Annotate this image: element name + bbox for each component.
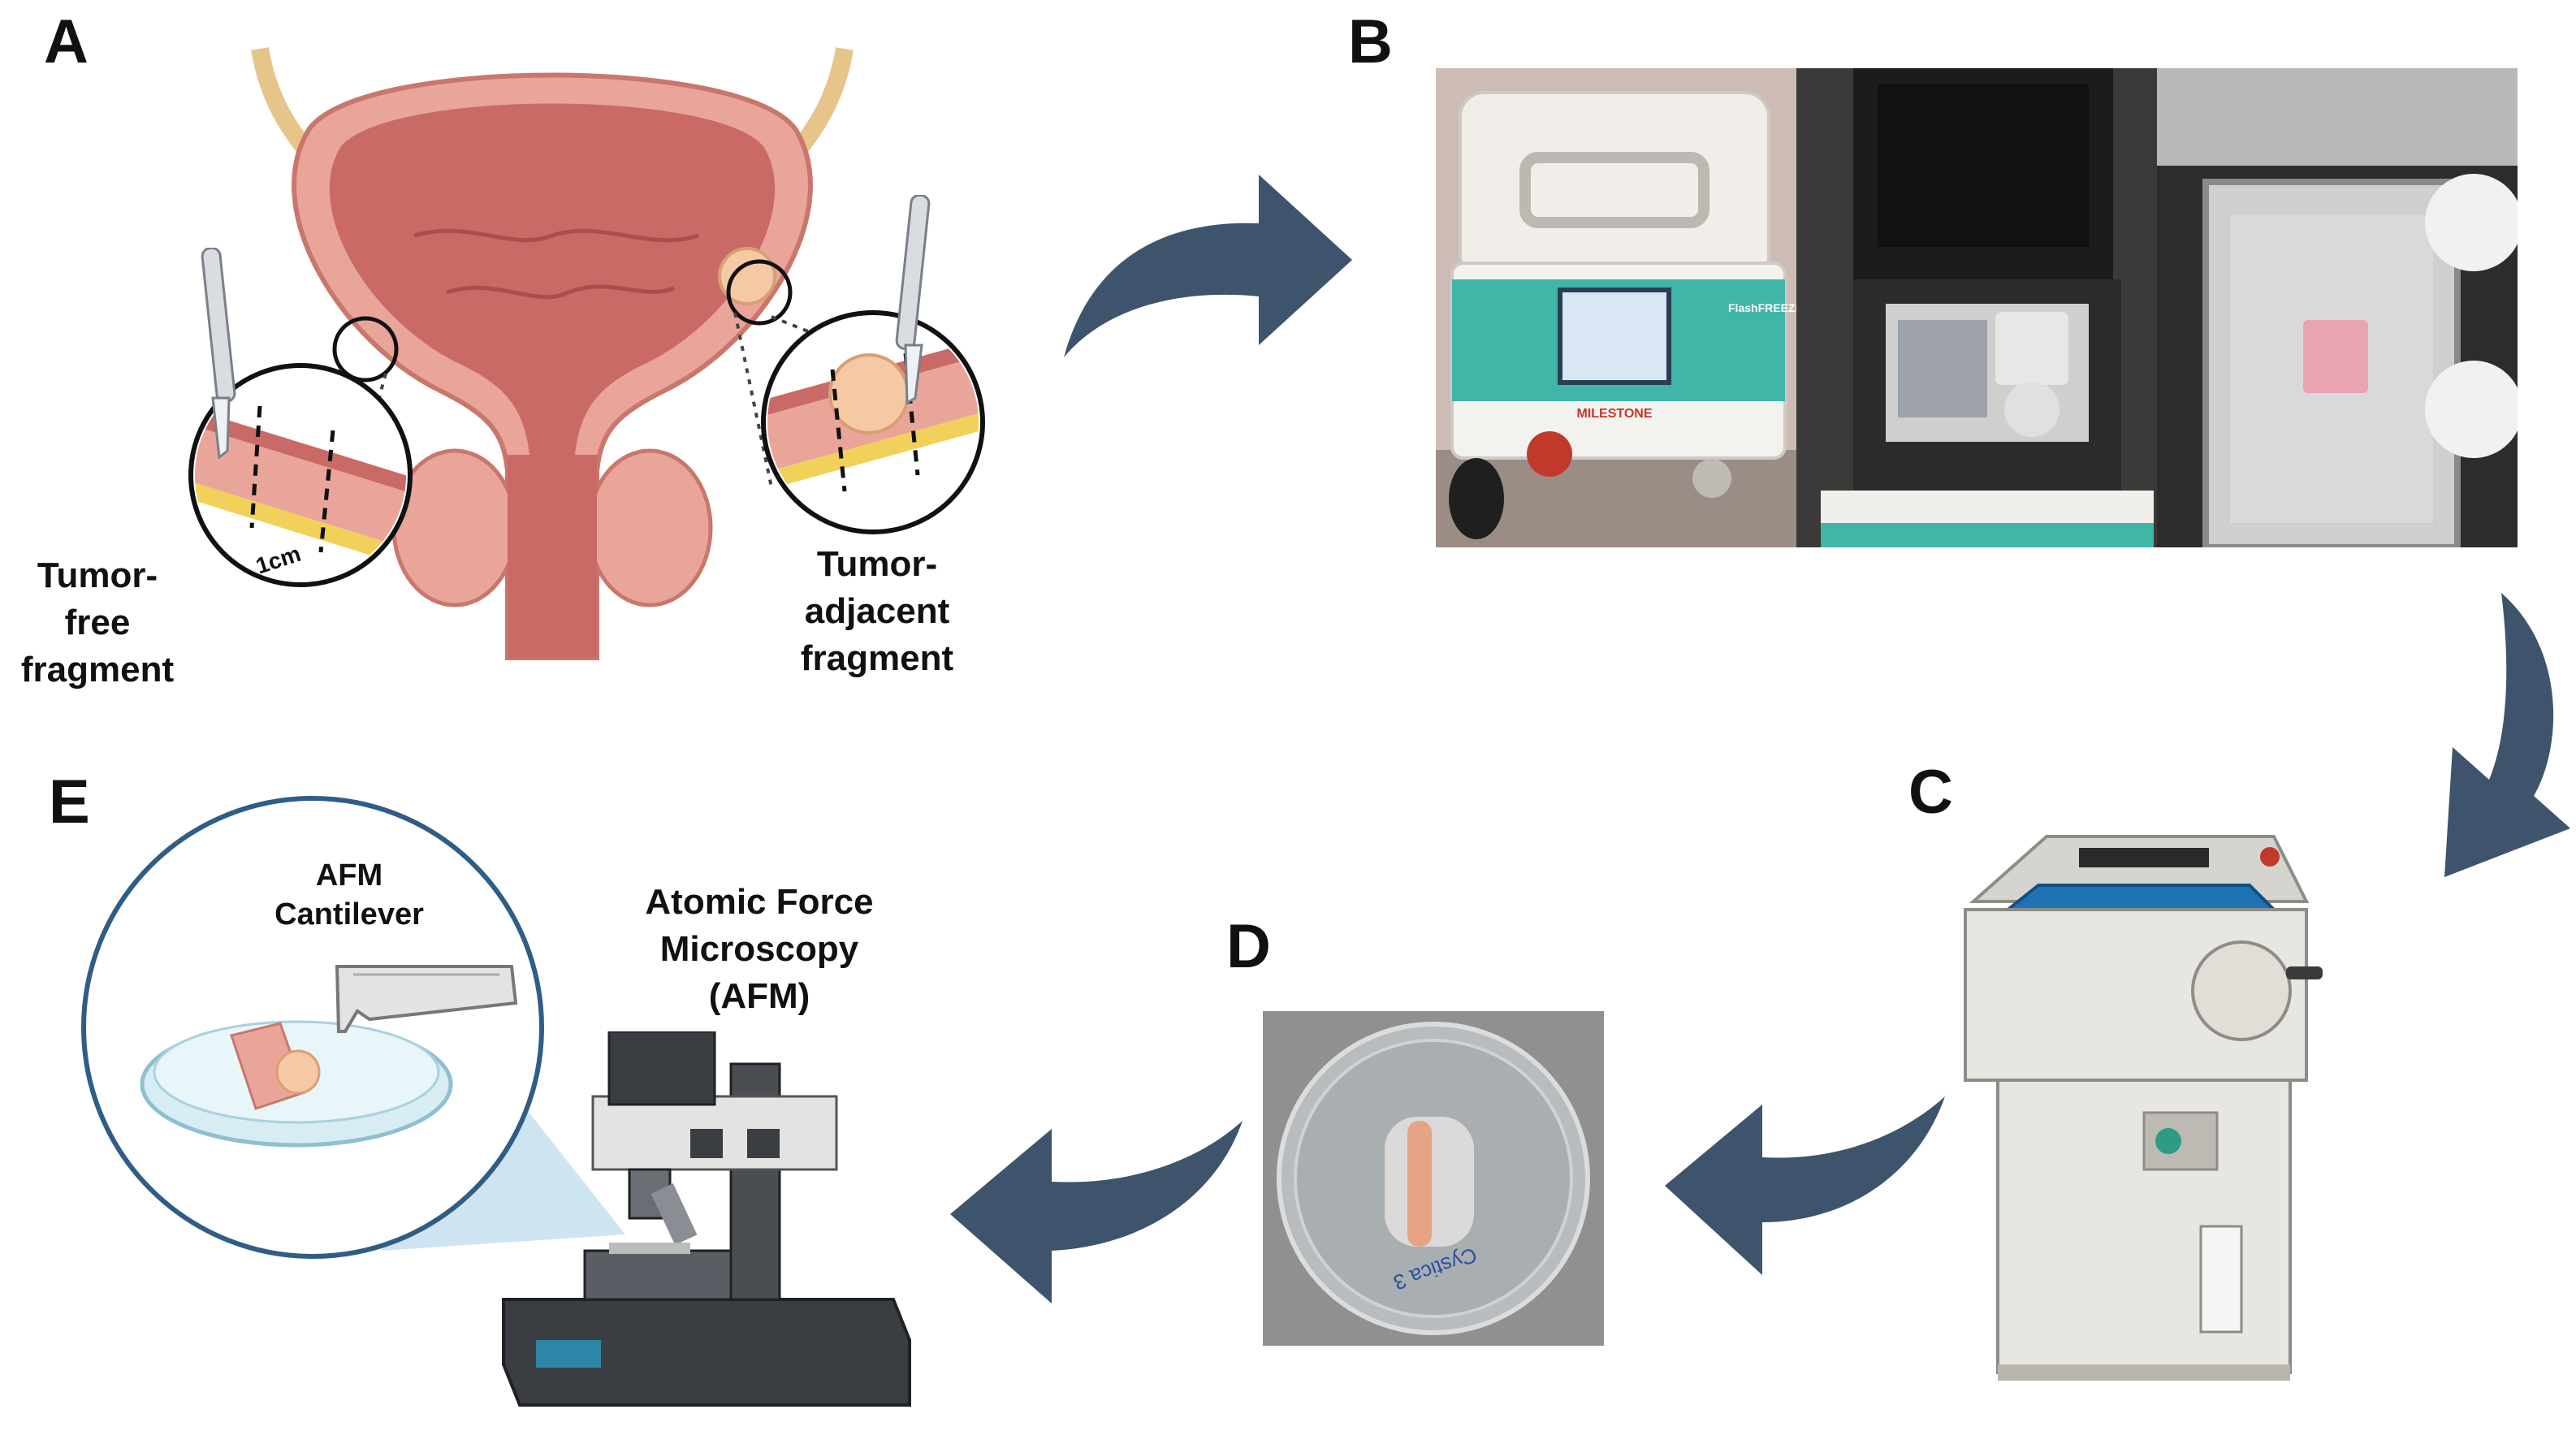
panel-letter-e: E [49, 767, 90, 837]
device-name: FlashFREEZE [1728, 301, 1796, 314]
cantilever-label: AFM Cantilever [274, 858, 424, 932]
scalpel-icon [895, 195, 931, 405]
tumor-free-label: Tumor- free fragment [20, 556, 175, 690]
device-brand: MILESTONE [1576, 407, 1652, 421]
scalpel-icon [201, 248, 236, 459]
flow-arrow-icon [950, 1121, 1243, 1303]
freezer-photo-open [1796, 68, 2157, 547]
panel-letter-d: D [1226, 912, 1271, 981]
freezer-photo-tray [2157, 68, 2518, 547]
afm-label: Atomic Force Microscopy (AFM) [645, 882, 874, 1016]
flow-arrow-icon [1064, 175, 1352, 357]
flow-arrow-icon [2444, 593, 2570, 877]
afm-lens-circle [81, 796, 544, 1259]
cryostat-illustration [1964, 835, 2323, 1381]
panel-letter-b: B [1348, 7, 1393, 76]
panel-letter-a: A [44, 7, 89, 76]
tumor-free-magnifier: 1cm [188, 363, 413, 587]
tumor-adjacent-label: Tumor- adjacent fragment [800, 544, 954, 678]
freezer-photo-front: FlashFREEZE MILESTONE [1436, 68, 1796, 547]
sample-dish-photo: Cystica 3 [1263, 1011, 1604, 1346]
tumor-adjacent-magnifier [761, 310, 985, 534]
panel-letter-c: C [1908, 758, 1953, 827]
bladder-illustration [238, 47, 854, 660]
afm-microscope-illustration [502, 1031, 911, 1407]
flow-arrow-icon [1665, 1096, 1945, 1275]
